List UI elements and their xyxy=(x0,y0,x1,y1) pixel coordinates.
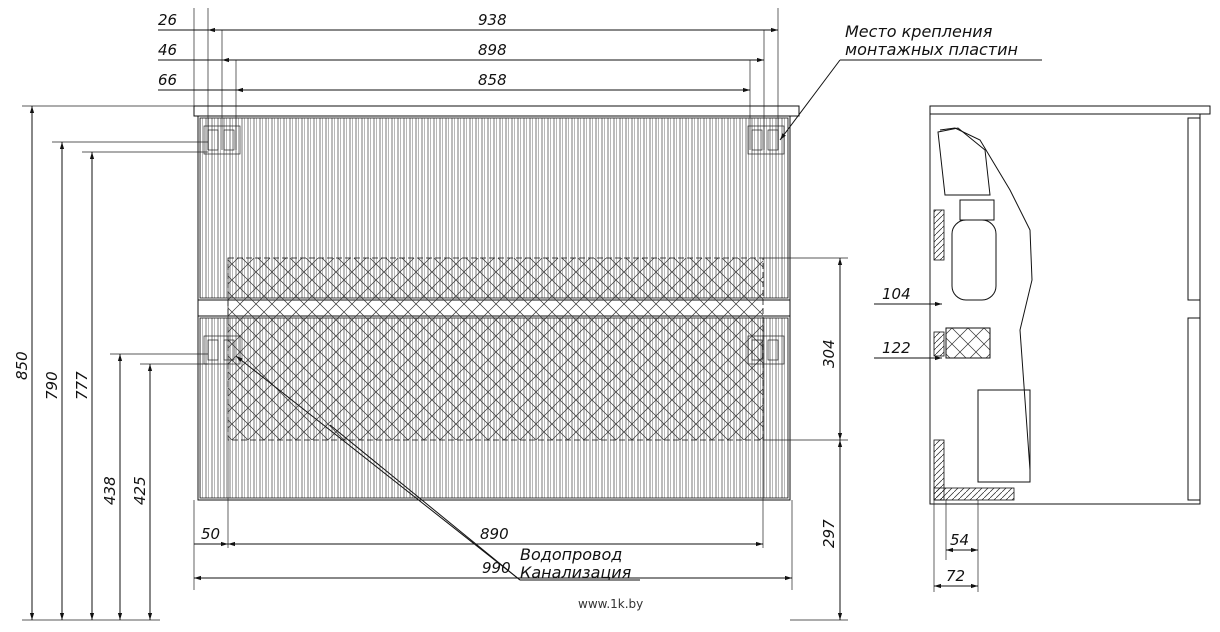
dim-top-offset-66: 66 xyxy=(158,71,177,89)
dim-top-width-898: 898 xyxy=(478,41,507,59)
side-drawer-upper xyxy=(1187,117,1201,301)
mounting-plate-bottom-left xyxy=(203,335,241,365)
note-mount-line2: монтажных пластин xyxy=(845,40,1018,59)
dim-top-width-858: 858 xyxy=(478,71,507,89)
dim-top-offset-46: 46 xyxy=(158,41,177,59)
watermark: www.1k.by xyxy=(578,597,643,611)
dim-height-777: 777 xyxy=(73,371,91,400)
side-pipe-water xyxy=(945,327,991,359)
front-view xyxy=(22,8,1042,621)
dim-height-425: 425 xyxy=(131,476,149,505)
countertop xyxy=(193,105,800,117)
dim-side-54: 54 xyxy=(950,531,969,549)
side-view xyxy=(874,105,1211,592)
dim-bottom-50: 50 xyxy=(201,525,220,543)
dim-top-width-938: 938 xyxy=(478,11,507,29)
mounting-plate-bottom-right xyxy=(747,335,785,365)
dim-side-122: 122 xyxy=(882,339,911,357)
note-sewer: Канализация xyxy=(520,563,632,582)
dim-height-850: 850 xyxy=(13,351,31,380)
note-mount-line1: Место крепления xyxy=(845,22,993,41)
dim-height-438: 438 xyxy=(101,476,119,505)
side-countertop xyxy=(929,105,1211,115)
dim-side-72: 72 xyxy=(946,567,965,585)
dim-top-offset-26: 26 xyxy=(158,11,177,29)
dim-bottom-990: 990 xyxy=(482,559,511,577)
dim-bottom-890: 890 xyxy=(480,525,509,543)
plumbing-zone xyxy=(227,257,764,441)
dim-height-790: 790 xyxy=(43,371,61,400)
dim-zone-297: 297 xyxy=(820,519,838,548)
side-cabinet xyxy=(929,113,1201,505)
dim-side-104: 104 xyxy=(882,285,911,303)
note-water: Водопровод xyxy=(520,545,622,564)
side-inner-box xyxy=(977,389,1031,483)
side-drawer-lower xyxy=(1187,317,1201,501)
dim-zone-304: 304 xyxy=(820,339,838,368)
